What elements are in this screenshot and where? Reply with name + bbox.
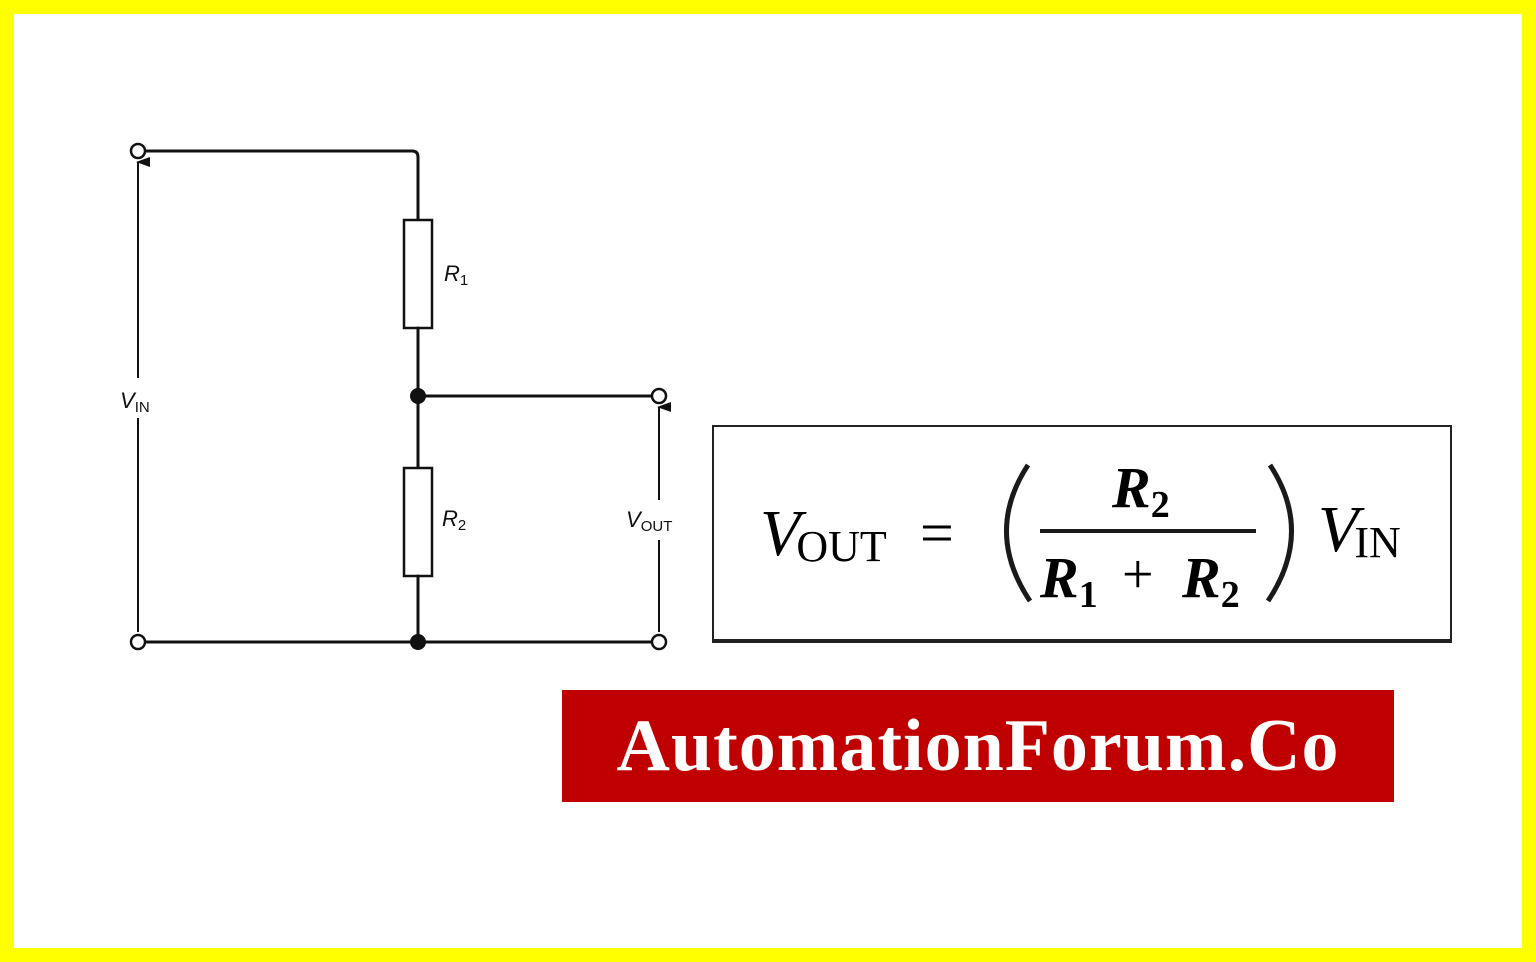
formula-lhs: VOUT <box>760 497 887 571</box>
formula-numerator: R2 <box>1111 455 1170 526</box>
terminal-vin-top <box>129 142 147 160</box>
terminal-vout-top <box>650 387 668 405</box>
junction-bottom <box>410 634 426 650</box>
formula-rhs: VIN <box>1318 493 1401 567</box>
top-wire <box>136 149 420 222</box>
voltage-divider-formula: VOUT = R2 R1 + R2 VIN <box>760 455 1401 616</box>
formula-denominator-r1: R1 <box>1039 545 1098 616</box>
formula-plus: + <box>1122 544 1154 606</box>
formula-equals: = <box>920 500 954 566</box>
vin-label: VIN <box>120 388 150 416</box>
terminal-vout-bottom <box>650 633 668 651</box>
resistor-r2 <box>402 466 434 578</box>
right-paren-icon <box>1265 463 1294 603</box>
formula-denominator-r2: R2 <box>1181 545 1240 616</box>
terminal-vin-bottom <box>129 633 147 651</box>
r2-label: R2 <box>442 506 466 534</box>
resistor-r1 <box>402 218 434 330</box>
brand-text: AutomationForum.Co <box>616 704 1340 787</box>
vout-label: VOUT <box>626 507 672 535</box>
brand-banner: AutomationForum.Co <box>562 690 1394 802</box>
junction-middle <box>410 388 426 404</box>
formula-box: VOUT = R2 R1 + R2 VIN <box>712 425 1452 643</box>
left-paren-icon <box>1004 463 1033 603</box>
r1-label: R1 <box>444 261 468 289</box>
